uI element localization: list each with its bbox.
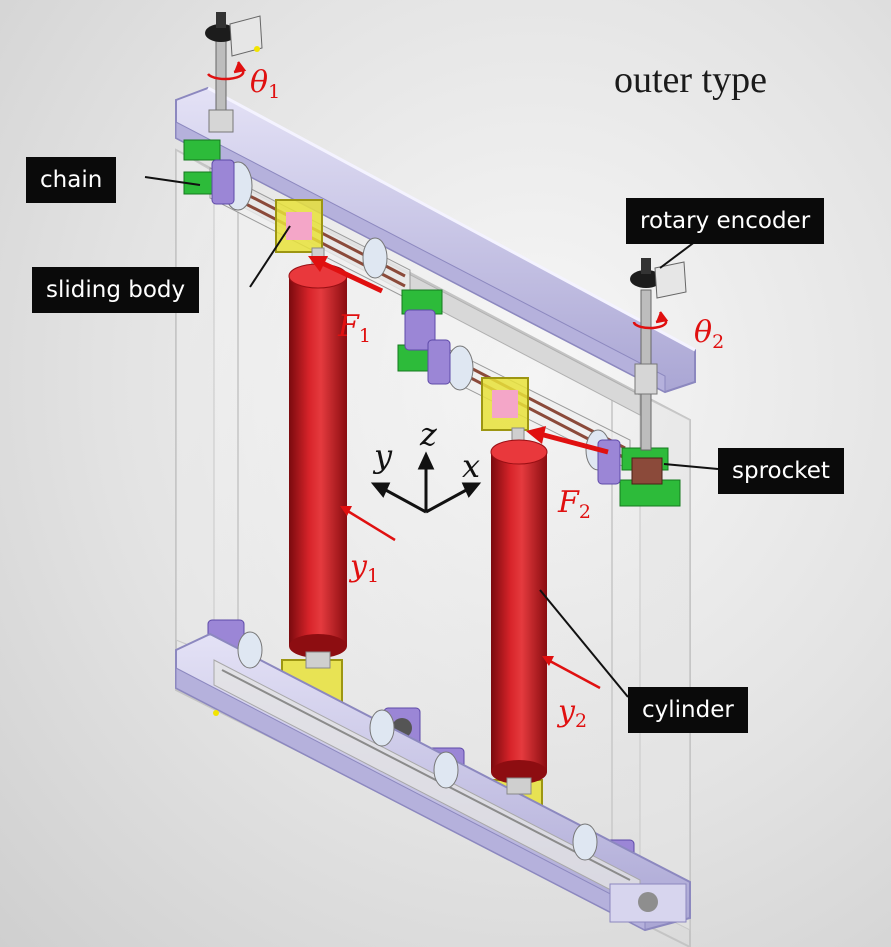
axis-label-z: z [420, 415, 437, 453]
callout-chain: chain [26, 157, 117, 203]
rotation-arrows [207, 61, 669, 330]
position-arrows [340, 506, 601, 690]
axis-label-x: x [462, 447, 481, 485]
rotary-encoder-right [630, 258, 687, 451]
cylinder-right [490, 427, 548, 795]
callout-sliding-body: sliding body [32, 267, 200, 313]
bottom-rail [175, 631, 691, 932]
label-F2: F2 [558, 485, 591, 523]
label-F1: F1 [338, 309, 371, 347]
marker-dot [254, 46, 260, 52]
label-y1: y1 [350, 549, 380, 587]
lower-chain-track [429, 339, 631, 471]
coordinate-axes [370, 451, 482, 514]
force-arrows [308, 256, 609, 455]
axis-label-y: y [374, 437, 393, 475]
diagram-title: outer type [614, 59, 768, 101]
callout-sprocket: sprocket [718, 448, 844, 494]
callout-rotary-encoder: rotary encoder [626, 198, 825, 244]
marker-dot [213, 710, 219, 716]
label-y2: y2 [558, 694, 588, 732]
cylinder-left [288, 247, 348, 669]
callout-cylinder: cylinder [628, 687, 748, 733]
label-theta1: θ1 [250, 65, 281, 103]
leader-lines [144, 176, 719, 698]
label-theta2: θ2 [694, 315, 725, 353]
